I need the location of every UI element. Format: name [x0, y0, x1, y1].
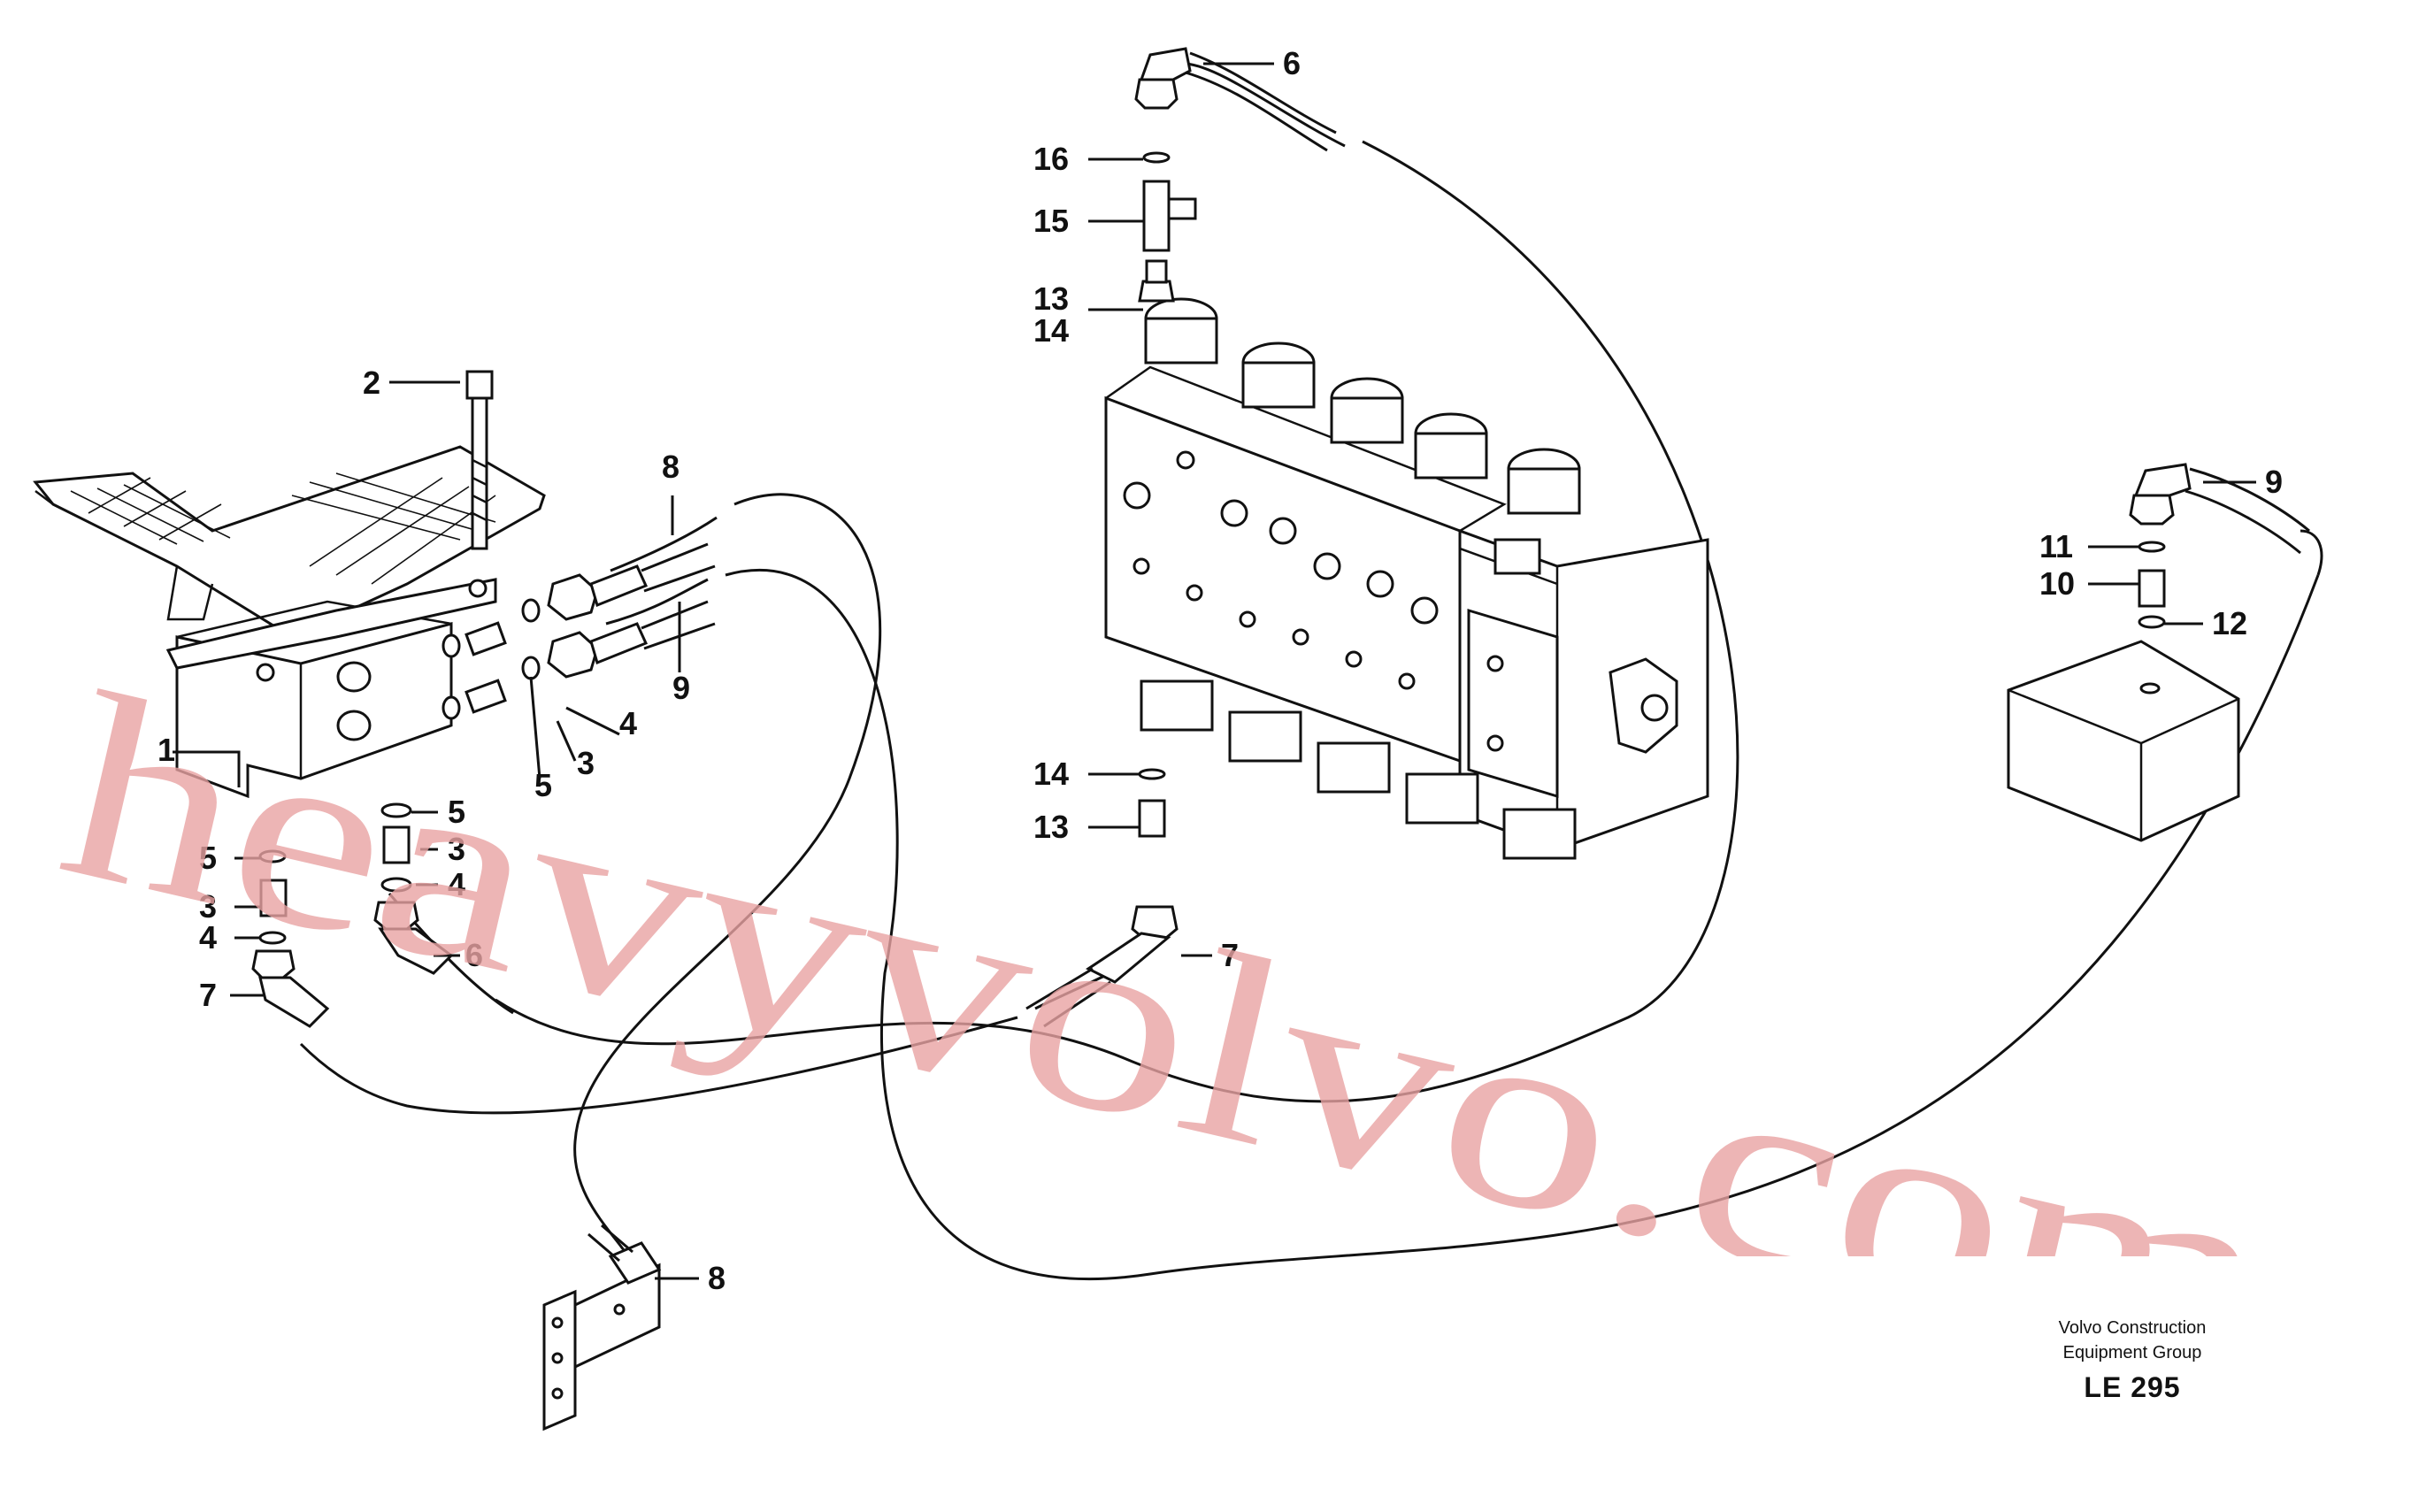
credit-line-1: Volvo Construction [2058, 1318, 2207, 1338]
callout-8-bottom: 8 [708, 1260, 726, 1296]
callout-5-side: 5 [534, 767, 552, 803]
callout-3-bottom-left: 3 [199, 888, 217, 925]
callout-4-bottom-left: 4 [199, 919, 217, 956]
drawing-code: LE 295 [2084, 1371, 2181, 1403]
part-callouts: 2 1 8 9 4 3 5 5 3 4 6 5 3 4 7 6 16 15 13… [157, 45, 2283, 1296]
pedal-grip-pattern [70, 472, 496, 585]
hose-9-loop [725, 568, 2320, 1280]
hose-6-top-nut [1134, 78, 1179, 110]
callout-3-side: 3 [577, 745, 595, 781]
hose-9-right [2300, 529, 2323, 576]
callout-6-bottom: 6 [465, 937, 483, 973]
hose-8-top [610, 516, 718, 572]
hose-9-nut [547, 631, 599, 679]
hose-8-nut [547, 573, 599, 621]
callout-6-top: 6 [1283, 45, 1301, 81]
hose-6-top-b [495, 140, 1739, 1103]
callout-7-left: 7 [199, 977, 217, 1013]
callout-14-bottom: 14 [1033, 756, 1069, 792]
callout-1: 1 [157, 732, 175, 768]
callout-5-bottom-right: 5 [448, 794, 465, 830]
hose-8-bracket [542, 1224, 662, 1431]
callout-14-top: 14 [1033, 312, 1069, 349]
callout-16: 16 [1033, 141, 1069, 177]
foot-pedal-assembly [33, 370, 546, 799]
hose-9-left [605, 578, 709, 626]
callout-4-bottom-right: 4 [448, 866, 465, 902]
callout-7-right: 7 [1221, 937, 1239, 973]
bolt-shank [471, 396, 488, 550]
hose-6-top [1185, 62, 1346, 148]
callout-13-bottom: 13 [1033, 809, 1069, 845]
hose-8-loop [573, 493, 882, 1257]
callout-11: 11 [2039, 528, 2073, 564]
hose-7-left [299, 1016, 1018, 1115]
callout-4-side: 4 [619, 705, 637, 741]
tee-fitting [1142, 180, 1171, 252]
pedal-mount-flange [165, 578, 497, 670]
callout-12: 12 [2212, 605, 2247, 641]
valve-face-holes [1123, 450, 1439, 690]
callout-9-pedal: 9 [672, 670, 690, 706]
leader-lines [173, 62, 2256, 1280]
pedal-bottom-fittings [251, 802, 454, 1028]
callout-15: 15 [1033, 203, 1069, 239]
pedal-fittings [442, 542, 716, 720]
callout-9-tank: 9 [2265, 464, 2283, 500]
watermark: heavyvolvo.com [44, 637, 2296, 1256]
valve-port-upper [336, 661, 372, 693]
callout-2: 2 [363, 365, 380, 401]
credit-line-2: Equipment Group [2062, 1343, 2202, 1362]
valve-hex-plug [1493, 538, 1541, 575]
bolt-head [465, 370, 494, 400]
valve-spool-caps [1144, 297, 1581, 515]
callout-13-top: 13 [1033, 280, 1069, 317]
callout-5-bottom-left: 5 [199, 840, 217, 876]
callout-3-bottom-right: 3 [448, 831, 465, 867]
callout-8-top: 8 [662, 449, 680, 485]
flange-hole-right [468, 579, 488, 598]
main-control-valve [1025, 47, 1709, 1028]
valve-bottom-bosses [1140, 679, 1577, 860]
callout-10: 10 [2039, 565, 2075, 602]
valve-port-lower [336, 710, 372, 741]
watermark-text: heavyvolvo.com [44, 637, 2296, 1256]
flange-hole-left [256, 663, 275, 682]
